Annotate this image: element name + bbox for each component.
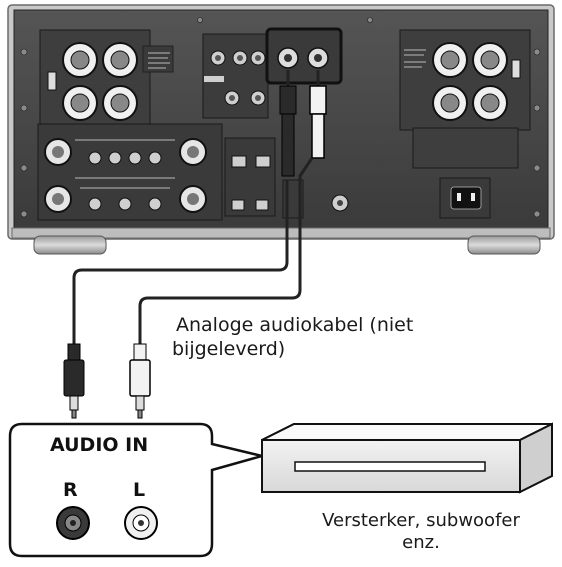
device-caption-line1: Versterker, subwoofer [322,510,520,531]
rca-plug-icon [63,343,151,419]
rca-jack-icon [277,47,329,69]
cable-caption-line1: Analoge audiokabel (niet [176,314,414,336]
rca-plug-icon [279,85,327,184]
cable-caption: Analoge audiokabel (niet bijgeleverd) [172,313,414,361]
device-caption-line2: enz. [402,532,440,553]
external-device [261,422,553,494]
centre-jack-panel [202,33,269,119]
left-channel-label: L [133,479,146,501]
device-caption: Versterker, subwoofer enz. [296,510,546,554]
speaker-terminal-icon [432,42,508,121]
speaker-terminals-right [399,29,531,131]
speaker-terminal-icon [62,42,138,121]
rca-jack-icon [56,506,158,540]
audio-cable [72,70,320,346]
audio-in-title: AUDIO IN [50,434,149,456]
xlr-socket-icon [44,138,207,213]
cable-caption-line2: bijgeleverd) [172,338,286,360]
right-channel-label: R [63,479,78,501]
speaker-terminals-left [39,29,174,131]
power-socket-icon [450,186,482,210]
output-jacks-highlight [265,27,343,85]
analog-input-section [37,123,223,221]
digital-section [224,137,349,219]
amplifier-feet [33,235,541,255]
audio-in-callout [8,422,267,558]
power-section [412,127,519,219]
